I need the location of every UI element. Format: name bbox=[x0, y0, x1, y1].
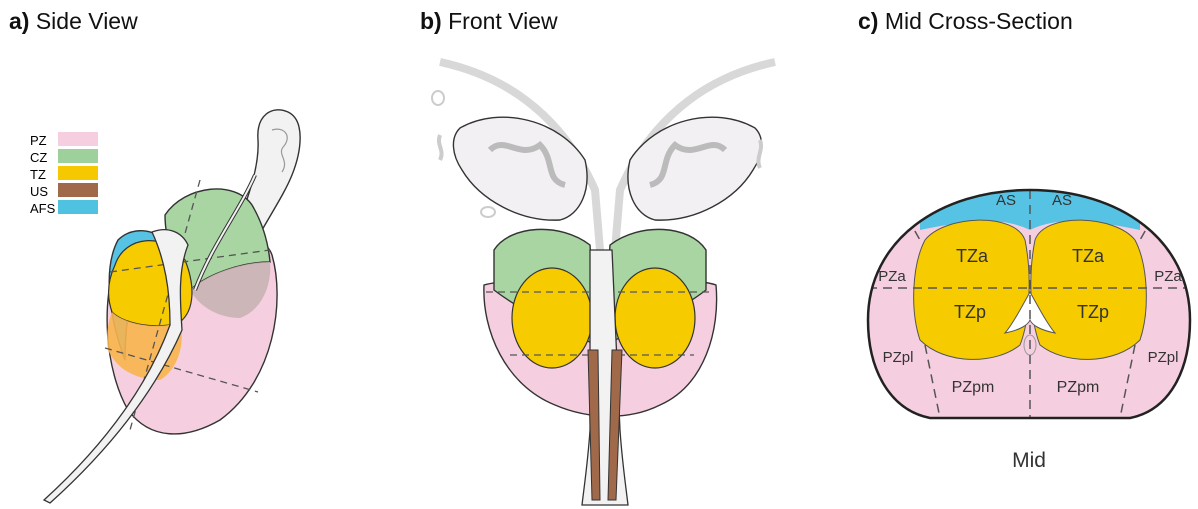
legend-label-tz: TZ bbox=[30, 167, 46, 182]
transition-zone-front-right bbox=[615, 268, 695, 368]
transition-zone-front-left bbox=[512, 268, 592, 368]
legend-label-us: US bbox=[30, 184, 48, 199]
legend-item-us: US bbox=[30, 183, 98, 199]
legend: PZ CZ TZ US AFS bbox=[30, 132, 98, 216]
side-view: PZ CZ TZ US AFS bbox=[30, 110, 300, 503]
cs-label-pzpm-right: PZpm bbox=[1057, 379, 1100, 396]
cs-transition-zone-left bbox=[914, 220, 1029, 359]
cs-label-as-left: AS bbox=[996, 192, 1016, 209]
legend-swatch-us bbox=[58, 183, 98, 197]
legend-item-tz: TZ bbox=[30, 166, 98, 182]
legend-label-pz: PZ bbox=[30, 133, 47, 148]
cs-label-pzpl-left: PZpl bbox=[883, 349, 914, 366]
legend-label-afs: AFS bbox=[30, 201, 56, 216]
legend-item-pz: PZ bbox=[30, 132, 98, 148]
legend-label-cz: CZ bbox=[30, 150, 47, 165]
cs-label-tzp-left: TZp bbox=[954, 302, 986, 322]
cs-transition-zone-right bbox=[1031, 220, 1146, 359]
cs-label-pzpm-left: PZpm bbox=[952, 379, 995, 396]
cs-label-tzp-right: TZp bbox=[1077, 302, 1109, 322]
cs-label-tza-right: TZa bbox=[1072, 246, 1105, 266]
legend-swatch-cz bbox=[58, 149, 98, 163]
front-curl-4 bbox=[481, 207, 495, 217]
legend-swatch-afs bbox=[58, 200, 98, 214]
legend-item-afs: AFS bbox=[30, 200, 98, 216]
cs-label-pzpl-right: PZpl bbox=[1148, 349, 1179, 366]
front-curl-1 bbox=[439, 135, 442, 160]
seminal-vesicle-left bbox=[453, 117, 587, 220]
cs-label-pza-right: PZa bbox=[1154, 268, 1182, 285]
cs-label-as-right: AS bbox=[1052, 192, 1072, 209]
cross-section: AS AS TZa TZa TZp TZp PZa PZa PZpl PZpl … bbox=[868, 190, 1190, 472]
seminal-vesicle-right bbox=[628, 117, 762, 220]
legend-item-cz: CZ bbox=[30, 149, 98, 165]
front-view bbox=[432, 62, 775, 505]
legend-swatch-tz bbox=[58, 166, 98, 180]
legend-swatch-pz bbox=[58, 132, 98, 146]
cs-caption: Mid bbox=[1012, 449, 1046, 472]
cs-label-pza-left: PZa bbox=[878, 268, 906, 285]
front-curl-3 bbox=[432, 91, 444, 105]
cs-label-tza-left: TZa bbox=[956, 246, 989, 266]
